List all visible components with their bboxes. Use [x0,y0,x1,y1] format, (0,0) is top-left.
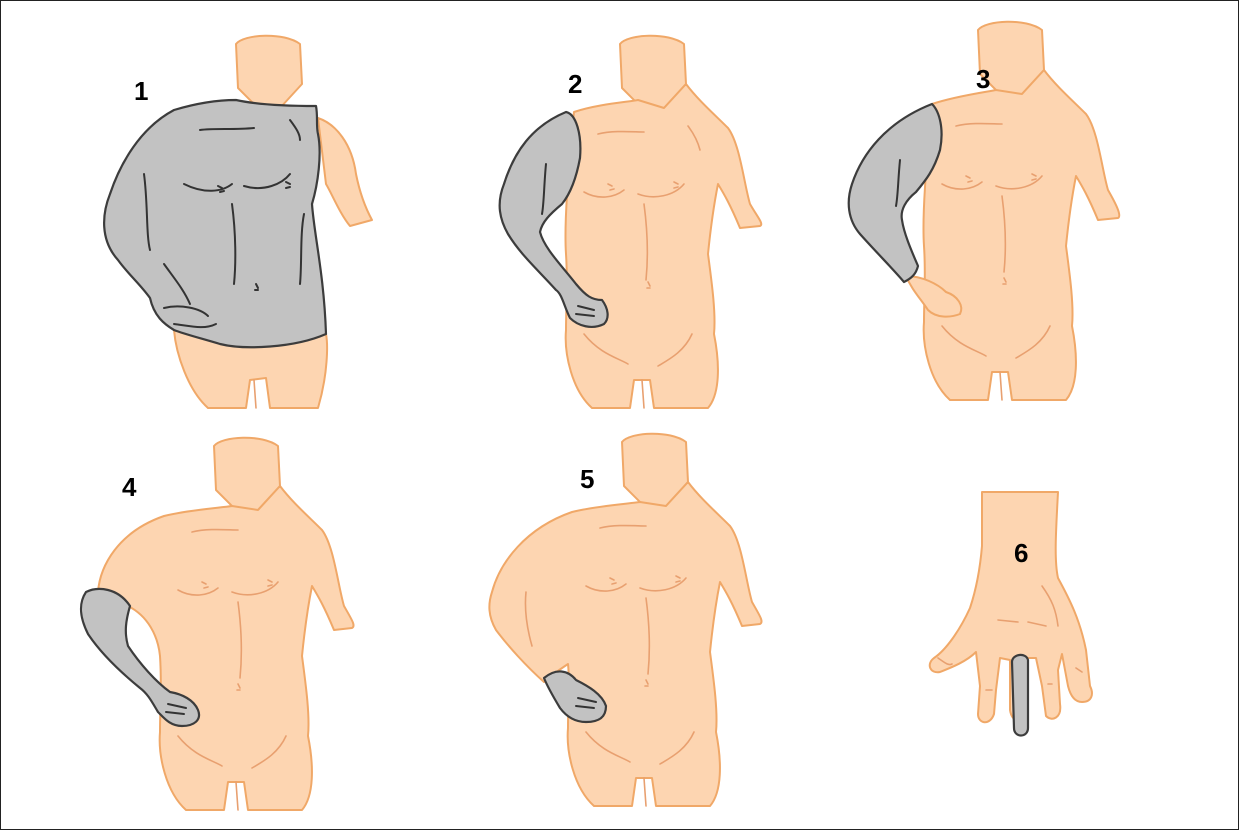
right-arm [318,118,372,226]
torso-and-arm [489,482,761,806]
figure-6 [930,492,1092,736]
torso [98,486,354,810]
label-3: 3 [976,64,990,94]
figure-2 [500,36,762,408]
highlight-finger [1012,655,1028,736]
label-6: 6 [1014,538,1028,568]
torso [565,84,761,408]
figure-5 [489,434,761,806]
head [236,36,302,110]
hand-outline [930,492,1092,722]
label-5: 5 [580,464,594,494]
label-2: 2 [568,69,582,99]
torso [923,70,1119,400]
highlight-shoulder-torso [104,100,326,347]
label-1: 1 [134,76,148,106]
label-4: 4 [122,472,137,502]
